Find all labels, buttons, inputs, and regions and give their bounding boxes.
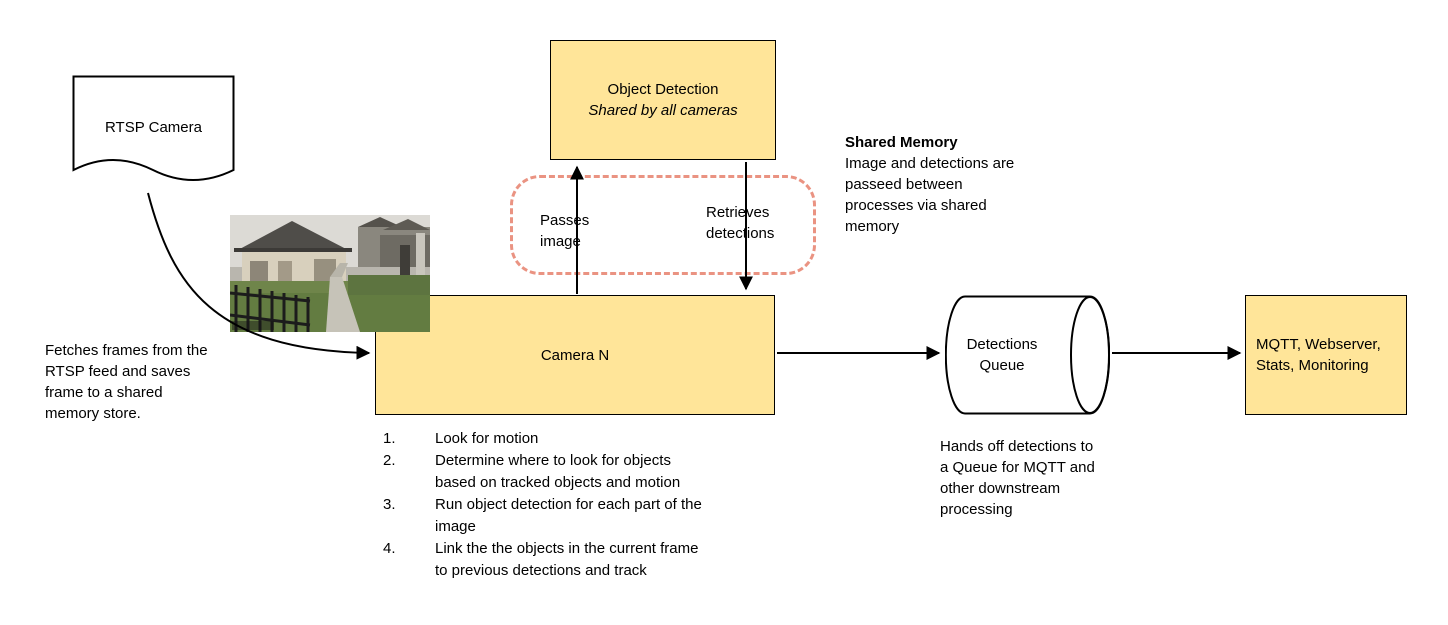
document-shape-icon: [72, 75, 235, 181]
camera-n-label: Camera N: [540, 346, 610, 364]
mqtt-webserver-label: MQTT, Webserver, Stats, Monitoring: [1256, 336, 1381, 374]
step-text: Run object detection for each part of th…: [435, 496, 702, 535]
camera-n-node: Camera N: [375, 295, 775, 415]
shared-memory-region: [510, 175, 816, 275]
passes-image-label: Passes image: [540, 212, 590, 250]
camera-steps-list: 1. Look for motion 2. Determine where to…: [383, 428, 728, 582]
camera-step-4: 4. Link the the objects in the current f…: [383, 538, 728, 582]
mqtt-webserver-node: MQTT, Webserver, Stats, Monitoring: [1245, 295, 1407, 415]
step-text: Link the the objects in the current fram…: [435, 540, 699, 579]
camera-step-1: 1. Look for motion: [383, 428, 728, 450]
shared-memory-note-body: Image and detections are passeed between…: [845, 155, 1015, 235]
retrieves-detections-label: Retrieves detections: [706, 204, 775, 242]
hands-off-note: Hands off detections to a Queue for MQTT…: [940, 438, 1095, 518]
camera-frame-image: [229, 215, 430, 332]
detections-queue-label: Detections Queue: [966, 336, 1038, 374]
step-number: 3.: [383, 496, 396, 513]
queue-cylinder-icon: [945, 295, 1110, 415]
object-detection-node: Object Detection Shared by all cameras: [550, 40, 776, 160]
step-number: 2.: [383, 452, 396, 469]
backyard-photo-icon: [229, 215, 430, 332]
step-text: Determine where to look for objects base…: [435, 452, 681, 491]
step-number: 4.: [383, 540, 396, 557]
detections-queue-node: Detections Queue: [945, 295, 1110, 415]
camera-step-2: 2. Determine where to look for objects b…: [383, 450, 728, 494]
camera-step-3: 3. Run object detection for each part of…: [383, 494, 728, 538]
step-text: Look for motion: [435, 430, 539, 447]
object-detection-title: Object Detection: [607, 81, 719, 98]
shared-memory-note-title: Shared Memory: [845, 134, 958, 151]
step-number: 1.: [383, 430, 396, 447]
fetches-frames-note: Fetches frames from the RTSP feed and sa…: [45, 342, 208, 422]
object-detection-subtitle: Shared by all cameras: [588, 102, 738, 119]
rtsp-camera-label: RTSP Camera: [105, 119, 202, 136]
shared-memory-note: Shared Memory Image and detections are p…: [845, 132, 1020, 237]
rtsp-camera-node: RTSP Camera: [72, 75, 235, 195]
